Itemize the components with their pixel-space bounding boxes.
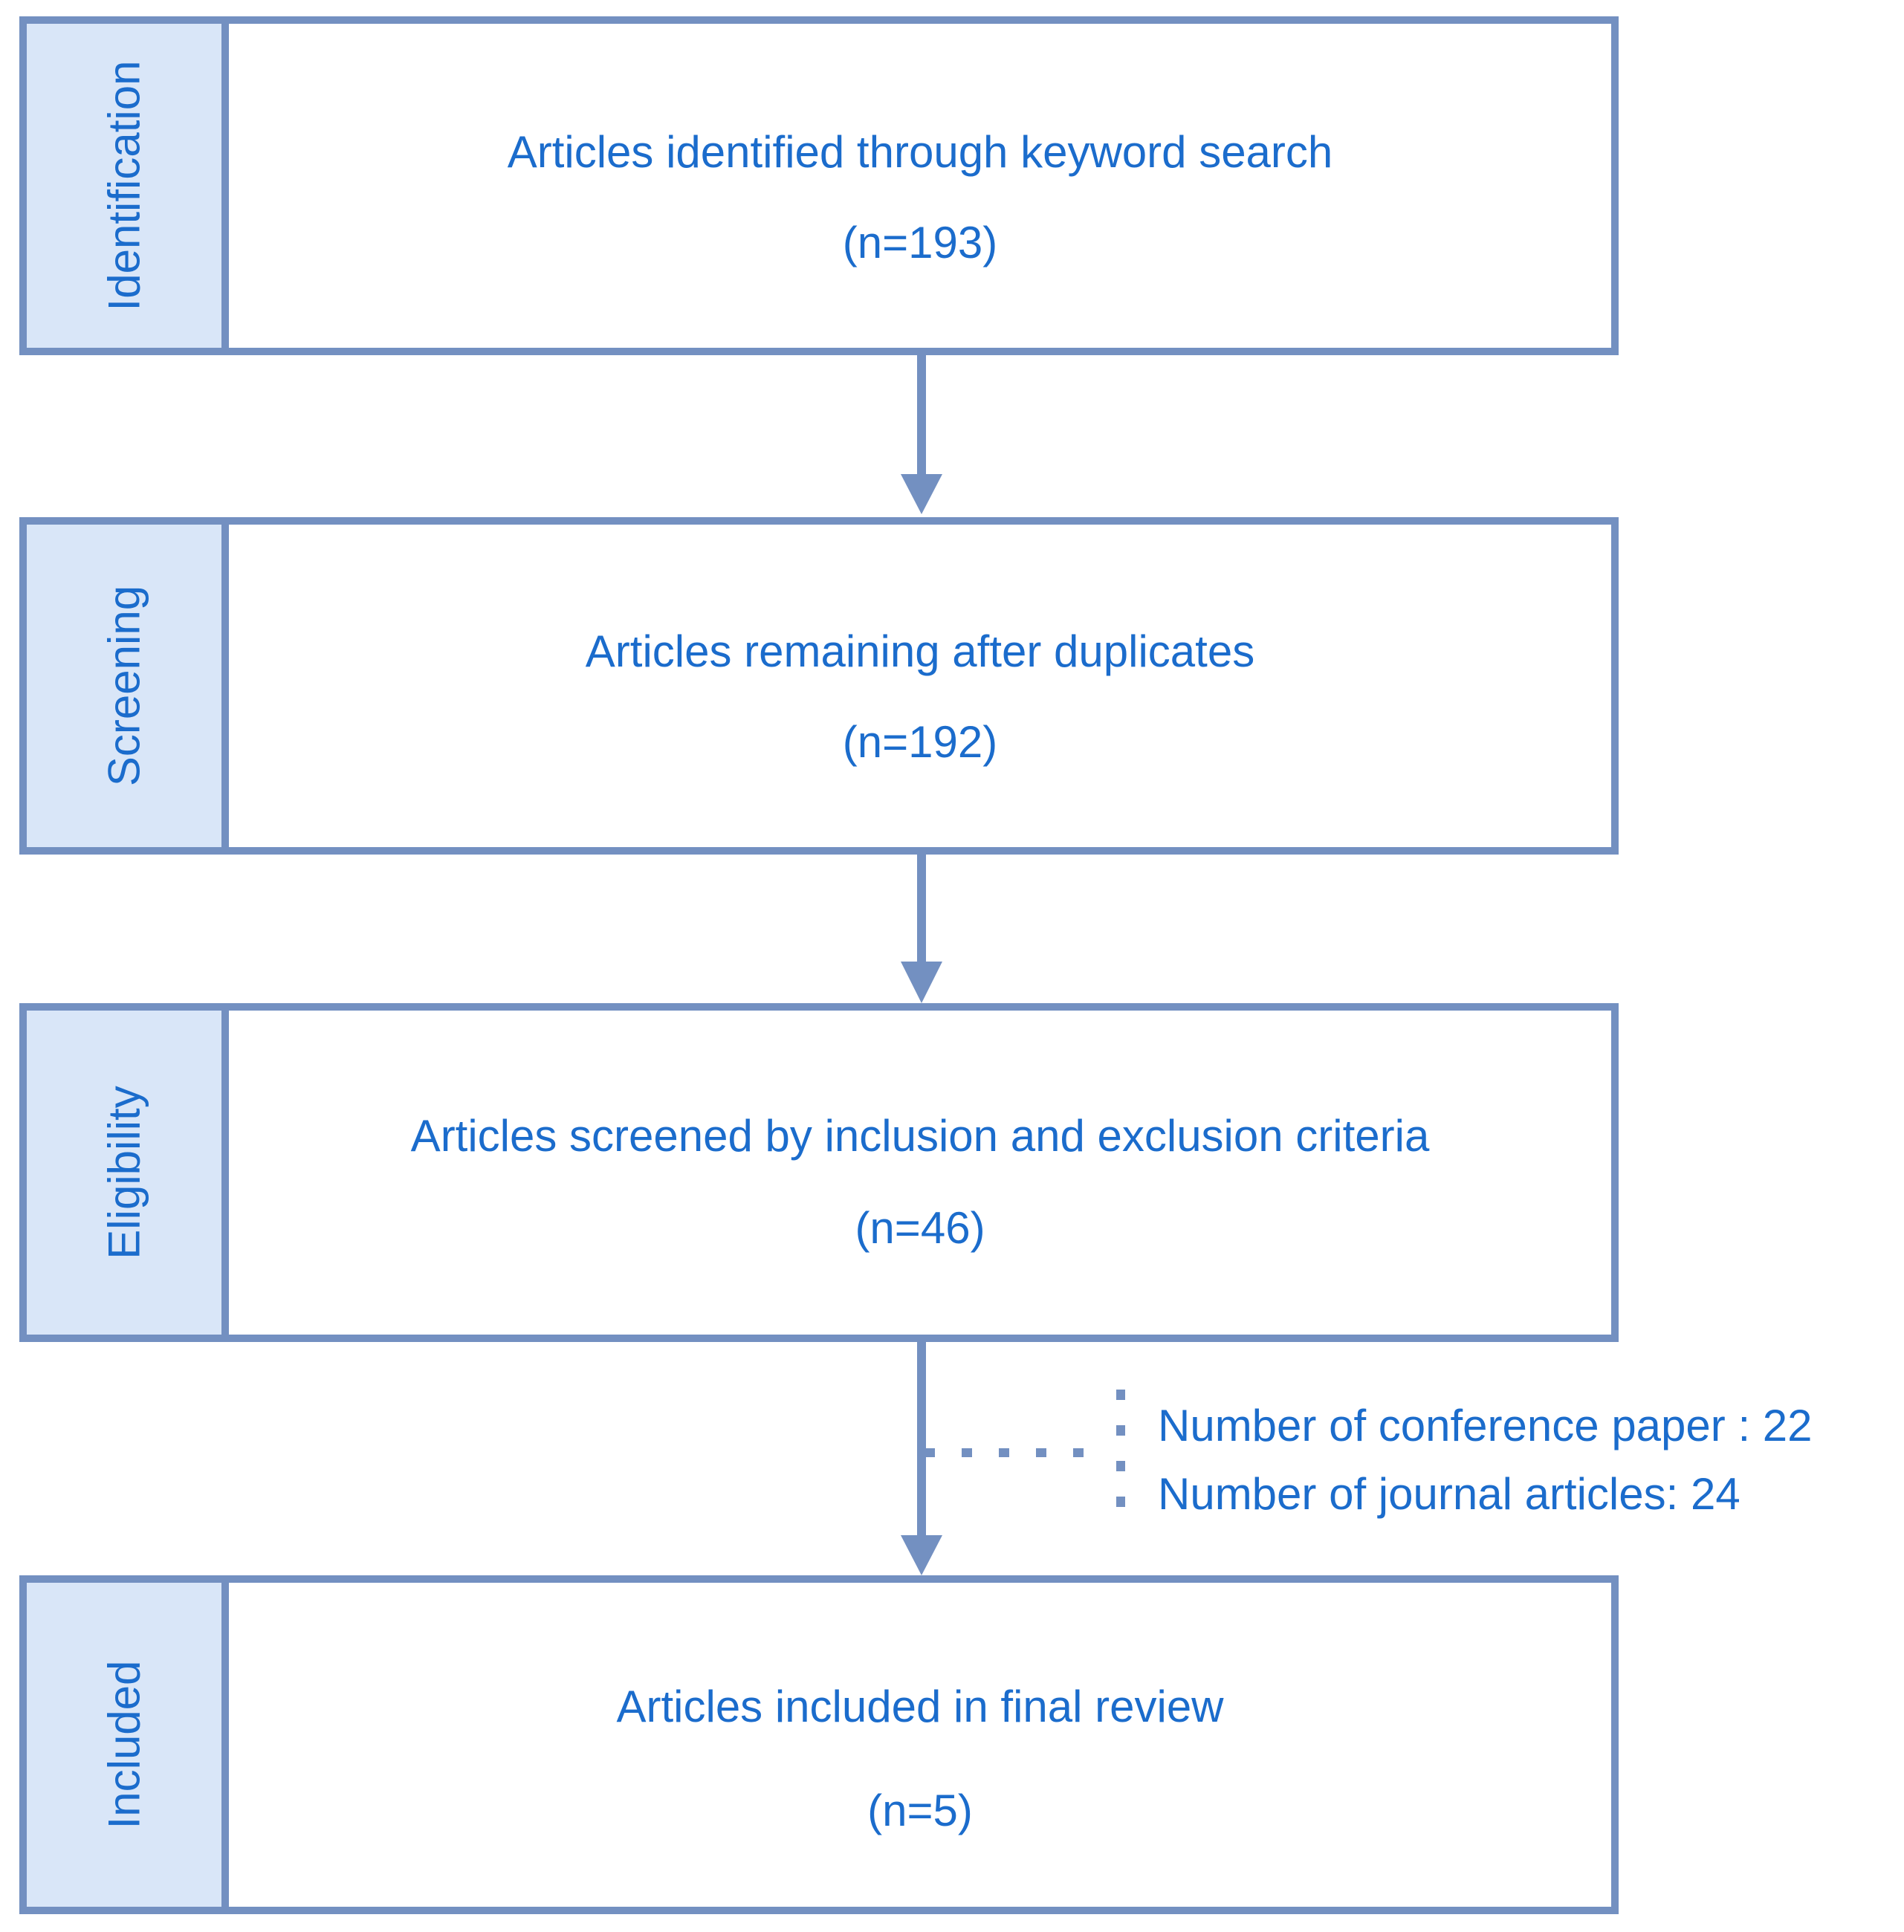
stage-box-screening: Screening Articles remaining after dupli… xyxy=(19,517,1619,855)
stage-title-identification: Articles identified through keyword sear… xyxy=(507,127,1333,177)
side-note-conference-papers: Number of conference paper : 22 xyxy=(1158,1401,1813,1450)
stage-label-cell-eligibility: Eligibility xyxy=(27,1011,229,1335)
stage-content-eligibility: Articles screened by inclusion and exclu… xyxy=(229,1011,1611,1335)
stage-label-cell-identification: Identification xyxy=(27,24,229,348)
stage-count-eligibility: (n=46) xyxy=(855,1203,985,1253)
arrow-1-head xyxy=(901,474,942,514)
stage-label-included: Included xyxy=(99,1660,149,1829)
stage-title-screening: Articles remaining after duplicates xyxy=(585,626,1255,676)
stage-label-cell-screening: Screening xyxy=(27,525,229,847)
stage-count-included: (n=5) xyxy=(867,1786,973,1835)
stage-content-screening: Articles remaining after duplicates (n=1… xyxy=(229,525,1611,847)
side-note-journal-articles: Number of journal articles: 24 xyxy=(1158,1469,1741,1519)
stage-label-identification: Identification xyxy=(99,60,149,311)
stage-box-eligibility: Eligibility Articles screened by inclusi… xyxy=(19,1003,1619,1342)
stage-label-eligibility: Eligibility xyxy=(99,1086,149,1260)
stage-title-included: Articles included in final review xyxy=(616,1682,1224,1731)
arrow-3-head xyxy=(901,1535,942,1575)
stage-count-screening: (n=192) xyxy=(842,717,998,767)
stage-label-screening: Screening xyxy=(99,585,149,787)
stage-label-cell-included: Included xyxy=(27,1583,229,1907)
stage-box-included: Included Articles included in final revi… xyxy=(19,1575,1619,1914)
stage-box-identification: Identification Articles identified throu… xyxy=(19,16,1619,355)
stage-content-included: Articles included in final review (n=5) xyxy=(229,1583,1611,1907)
stage-count-identification: (n=193) xyxy=(842,218,998,268)
arrow-2-head xyxy=(901,962,942,1003)
stage-content-identification: Articles identified through keyword sear… xyxy=(229,24,1611,348)
stage-title-eligibility: Articles screened by inclusion and exclu… xyxy=(410,1111,1430,1161)
